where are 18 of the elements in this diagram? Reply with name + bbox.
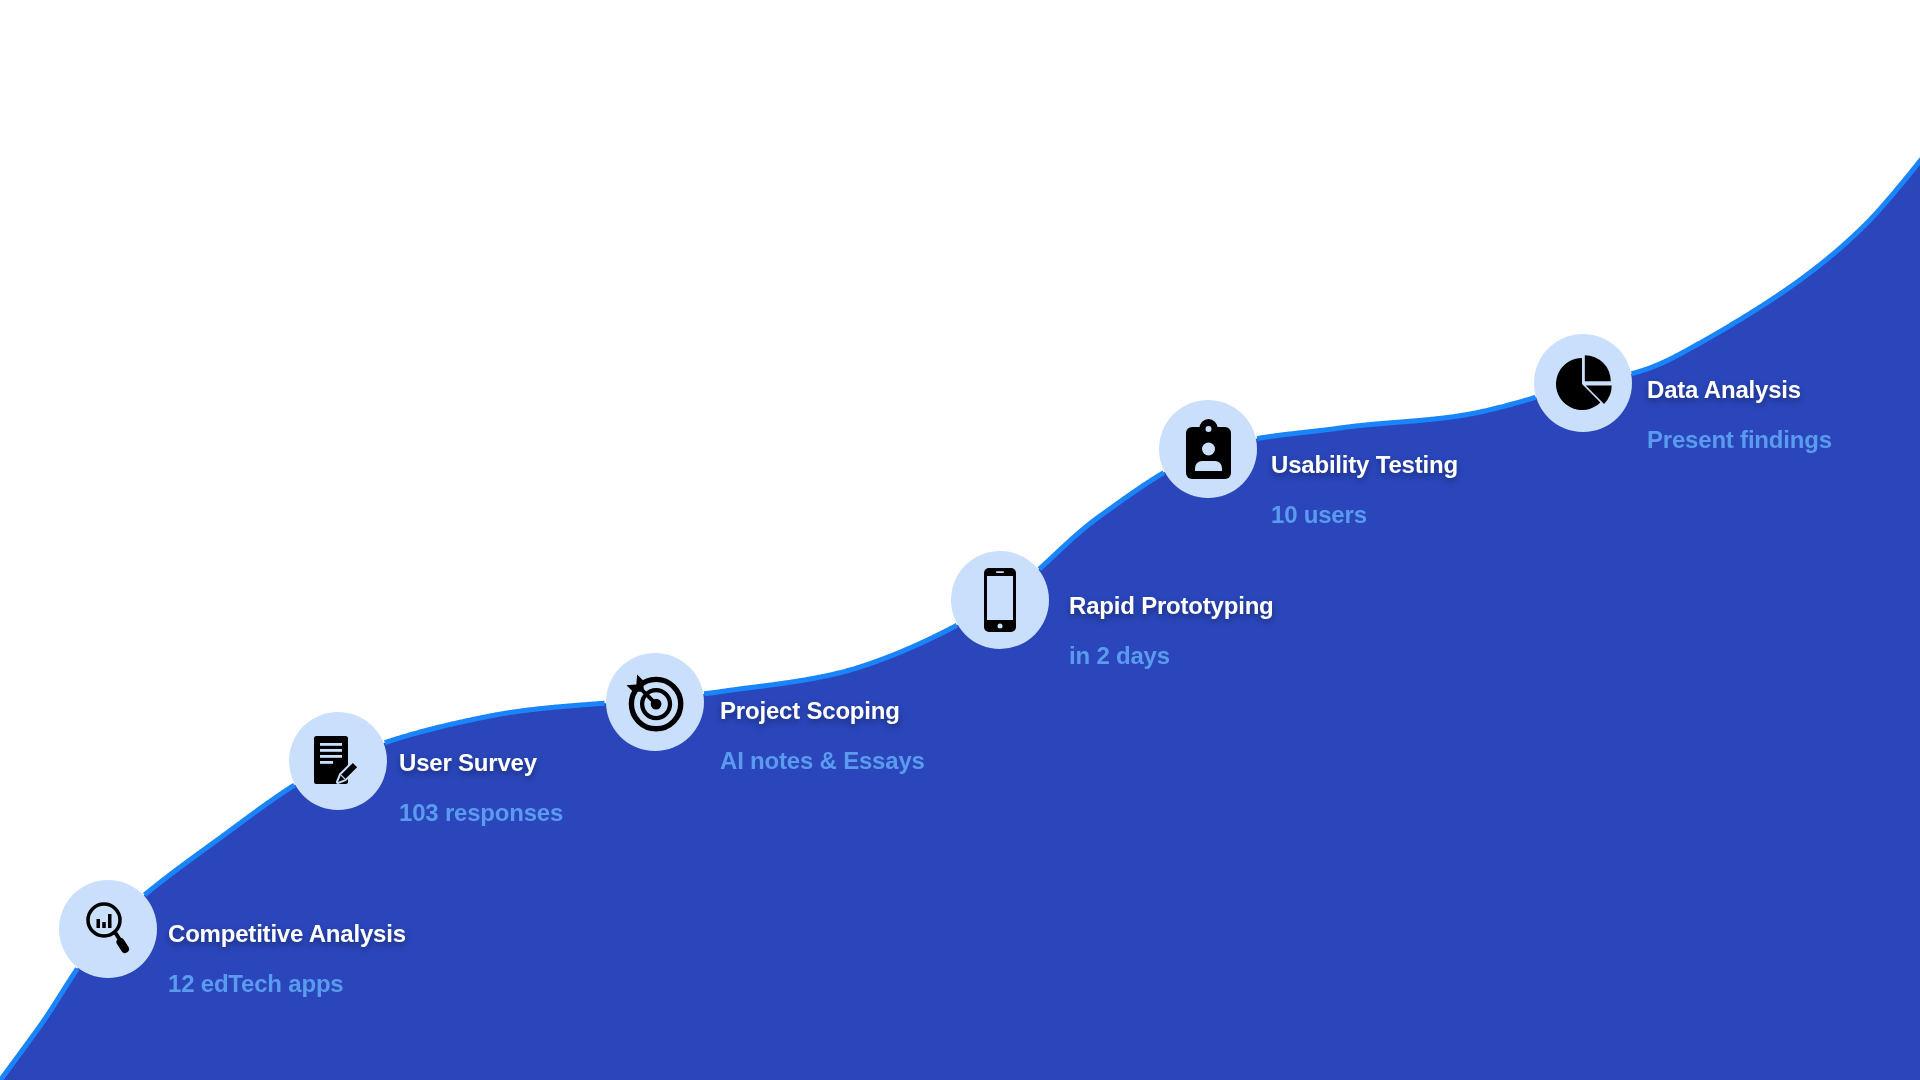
step-title: User Survey (399, 750, 537, 776)
timeline-curve (142, 782, 297, 897)
step-title: Data Analysis (1647, 377, 1801, 403)
timeline-curve (383, 700, 607, 746)
step-title: Project Scoping (720, 698, 900, 724)
step-subtitle: 10 users (1271, 502, 1367, 528)
step-subtitle: 12 edTech apps (168, 971, 344, 997)
step-title: Usability Testing (1271, 452, 1458, 478)
timeline-curve (1255, 395, 1538, 441)
step-subtitle: AI notes & Essays (720, 748, 925, 774)
timeline-curve (1037, 470, 1166, 571)
timeline-curve (702, 623, 959, 697)
step-subtitle: 103 responses (399, 800, 564, 826)
timeline-curve (0, 966, 80, 1080)
step-subtitle: in 2 days (1069, 643, 1170, 669)
step-title: Competitive Analysis (168, 921, 406, 947)
step-subtitle: Present findings (1647, 427, 1832, 453)
step-title: Rapid Prototyping (1069, 593, 1274, 619)
